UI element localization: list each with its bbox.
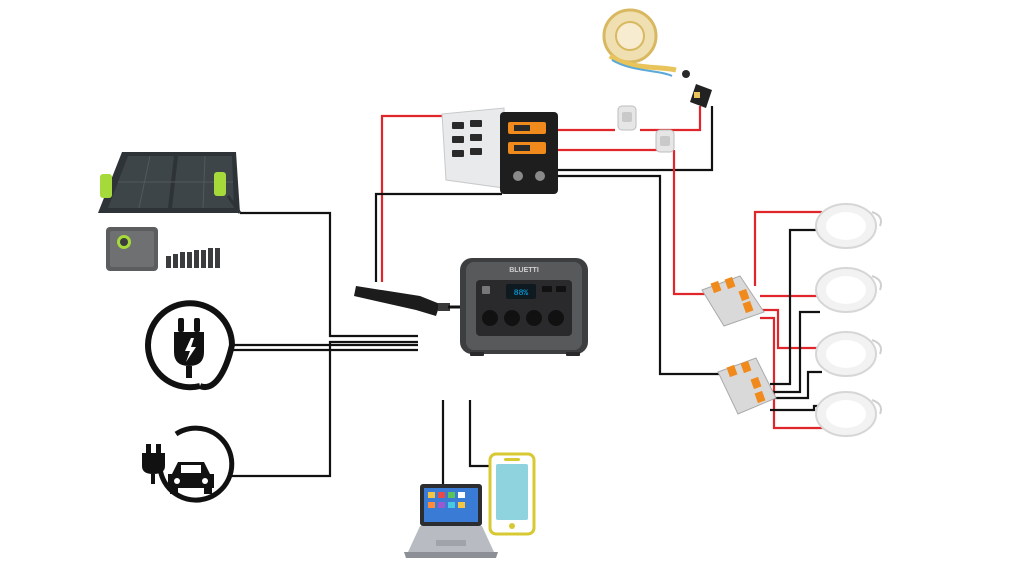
wire-car-input bbox=[232, 340, 418, 478]
power-station: BLUETTI 88% bbox=[460, 258, 588, 356]
charge-controller-icon bbox=[106, 227, 158, 271]
wire-lights-positive-b bbox=[672, 150, 708, 296]
wire-phone-output bbox=[468, 400, 490, 468]
wire-lights-negative bbox=[556, 174, 722, 376]
led-strip-reel-icon bbox=[602, 8, 690, 78]
wiring bbox=[232, 106, 824, 484]
solar-panel-kit bbox=[98, 152, 242, 271]
inline-switch-1[interactable] bbox=[617, 105, 637, 131]
wire-light4-positive bbox=[760, 316, 824, 430]
power-button[interactable] bbox=[482, 286, 490, 294]
wire-fusebox-negative bbox=[374, 192, 502, 282]
inline-switch-2[interactable] bbox=[655, 129, 675, 153]
car-charging-icon bbox=[142, 425, 235, 503]
downlight-3 bbox=[815, 331, 882, 377]
fuse-box bbox=[441, 107, 558, 194]
wire-light1-positive bbox=[753, 210, 822, 286]
wire-strip-negative bbox=[556, 106, 714, 172]
ac-outlet-4[interactable] bbox=[548, 310, 564, 326]
wire-strip-positive-b bbox=[640, 106, 702, 132]
ac-outlet-1[interactable] bbox=[482, 310, 498, 326]
power-station-display bbox=[506, 284, 536, 299]
laptop-icon bbox=[404, 484, 498, 558]
downlight-4 bbox=[815, 391, 882, 437]
wall-plug-icon bbox=[145, 300, 235, 391]
ac-outlet-3[interactable] bbox=[526, 310, 542, 326]
usb-port-1[interactable] bbox=[542, 286, 552, 292]
power-station-display-value: 88% bbox=[514, 289, 529, 298]
cigarette-lighter-plug-icon bbox=[354, 286, 460, 316]
lever-connector-positive bbox=[701, 275, 765, 327]
wire-light2-negative bbox=[770, 310, 820, 394]
usb-port-2[interactable] bbox=[556, 286, 566, 292]
led-strip-switch[interactable] bbox=[690, 84, 712, 108]
power-station-brand: BLUETTI bbox=[509, 267, 539, 274]
wire-light3-negative bbox=[770, 370, 822, 400]
solar-panel-icon bbox=[98, 152, 242, 214]
smartphone-icon bbox=[488, 452, 536, 536]
ac-outlet-2[interactable] bbox=[504, 310, 520, 326]
adapter-tips-icon bbox=[166, 248, 220, 268]
downlight-1 bbox=[815, 203, 882, 249]
wire-solar-input bbox=[240, 211, 418, 338]
downlight-2 bbox=[815, 267, 882, 313]
wire-light1-negative bbox=[770, 228, 822, 386]
lever-connector-negative bbox=[717, 357, 777, 415]
